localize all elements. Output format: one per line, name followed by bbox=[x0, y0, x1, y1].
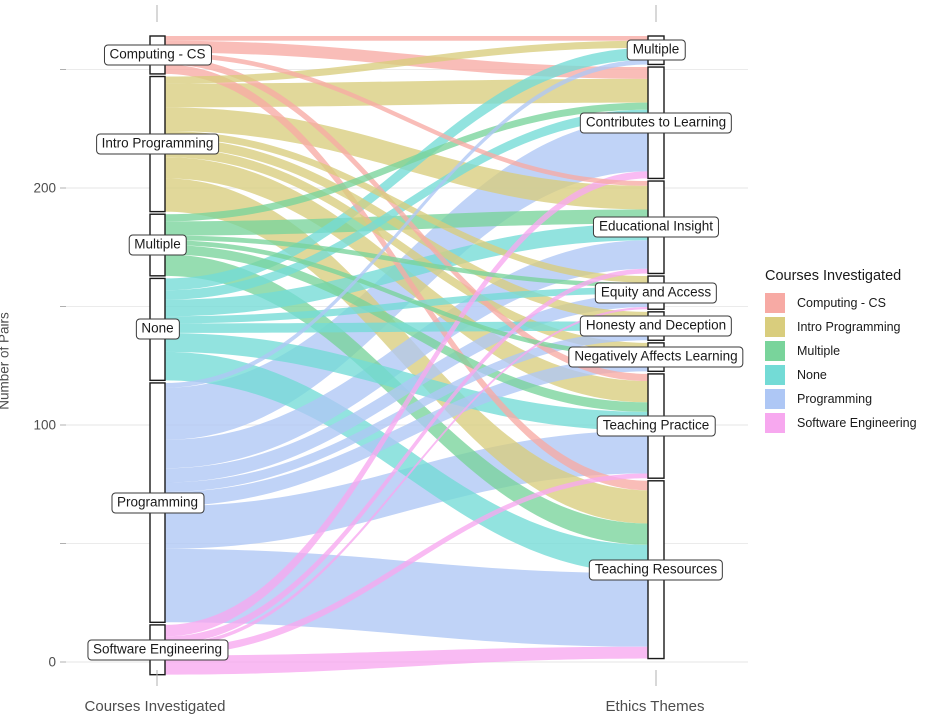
sankey-ribbon[interactable] bbox=[165, 138, 648, 322]
sankey-ribbon[interactable] bbox=[165, 240, 648, 358]
sankey-ribbon[interactable] bbox=[165, 57, 648, 382]
legend-row[interactable]: Computing - CS bbox=[765, 291, 925, 315]
legend-swatch-icon bbox=[765, 317, 785, 337]
sankey-ribbon[interactable] bbox=[165, 240, 648, 469]
node-label-right-3: Equity and Access bbox=[594, 282, 718, 304]
x-axis-label-left: Courses Investigated bbox=[84, 698, 226, 715]
axis-ticks bbox=[60, 5, 657, 686]
sankey-ribbon[interactable] bbox=[165, 235, 648, 288]
sankey-ribbon[interactable] bbox=[165, 223, 648, 317]
node-label-left-4: Programming bbox=[110, 492, 205, 514]
legend-row[interactable]: Programming bbox=[765, 387, 925, 411]
node-label-left-5: Software Engineering bbox=[86, 639, 229, 661]
sankey-ribbon[interactable] bbox=[165, 107, 648, 210]
x-axis-label-right: Ethics Themes bbox=[605, 698, 705, 715]
legend-label: Intro Programming bbox=[797, 320, 901, 334]
sankey-ribbon[interactable] bbox=[165, 307, 648, 648]
sankey-ribbon[interactable] bbox=[165, 293, 648, 483]
legend-label: Software Engineering bbox=[797, 416, 917, 430]
sankey-ribbon[interactable] bbox=[165, 52, 648, 186]
sankey-ribbon[interactable] bbox=[165, 268, 648, 645]
sankey-ribbon[interactable] bbox=[165, 287, 648, 324]
legend-label: None bbox=[797, 368, 827, 382]
node-label-left-1: Intro Programming bbox=[95, 133, 220, 155]
sankey-ribbon[interactable] bbox=[165, 171, 648, 637]
legend-swatch-icon bbox=[765, 365, 785, 385]
sankey-ribbon[interactable] bbox=[165, 321, 648, 333]
legend-label: Programming bbox=[797, 392, 873, 406]
legend-title: Courses Investigated bbox=[765, 268, 902, 284]
legend-swatch-icon bbox=[765, 413, 785, 433]
sankey-ribbon[interactable] bbox=[165, 473, 648, 656]
legend-row[interactable]: Multiple bbox=[765, 339, 925, 363]
legend-swatch-icon bbox=[765, 341, 785, 361]
sankey-ribbon[interactable] bbox=[165, 78, 648, 108]
legend-row[interactable]: None bbox=[765, 363, 925, 387]
legend-row[interactable]: Intro Programming bbox=[765, 315, 925, 339]
legend-label: Multiple bbox=[797, 344, 841, 358]
y-tick-200: 200 bbox=[33, 180, 56, 196]
node-label-left-3: None bbox=[135, 318, 180, 340]
node-label-left-2: Multiple bbox=[128, 234, 187, 256]
sankey-ribbon[interactable] bbox=[165, 47, 648, 291]
y-axis-title: Number of Pairs bbox=[0, 312, 12, 410]
legend-row[interactable]: Software Engineering bbox=[765, 411, 925, 435]
sankey-ribbon[interactable] bbox=[165, 59, 648, 388]
node-label-left-0: Computing - CS bbox=[103, 44, 212, 66]
node-label-right-5: Negatively Affects Learning bbox=[568, 346, 744, 368]
sankey-ribbon[interactable] bbox=[165, 131, 648, 283]
sankey-ribbon[interactable] bbox=[165, 36, 648, 41]
node-label-right-7: Teaching Resources bbox=[588, 559, 724, 581]
node-label-right-4: Honesty and Deception bbox=[579, 315, 733, 337]
legend-label: Computing - CS bbox=[797, 296, 886, 310]
node-label-right-0: Multiple bbox=[626, 39, 686, 61]
sankey-ribbon[interactable] bbox=[165, 357, 648, 507]
sankey-ribbon[interactable] bbox=[165, 64, 648, 491]
legend-swatch-icon bbox=[765, 389, 785, 409]
node-label-right-2: Educational Insight bbox=[592, 216, 720, 238]
node-label-right-6: Teaching Practice bbox=[596, 415, 716, 437]
y-tick-0: 0 bbox=[48, 654, 56, 670]
node-label-right-1: Contributes to Learning bbox=[579, 112, 733, 134]
legend-swatch-icon bbox=[765, 293, 785, 313]
sankey-ribbons bbox=[165, 36, 648, 675]
sankey-ribbon[interactable] bbox=[165, 147, 648, 353]
sankey-ribbon[interactable] bbox=[165, 351, 648, 574]
sankey-ribbon[interactable] bbox=[165, 646, 648, 675]
sankey-ribbon[interactable] bbox=[165, 102, 648, 222]
legend: Courses Investigated Computing - CS Intro… bbox=[765, 268, 925, 435]
y-tick-100: 100 bbox=[33, 417, 56, 433]
sankey-ribbon[interactable] bbox=[165, 330, 648, 492]
